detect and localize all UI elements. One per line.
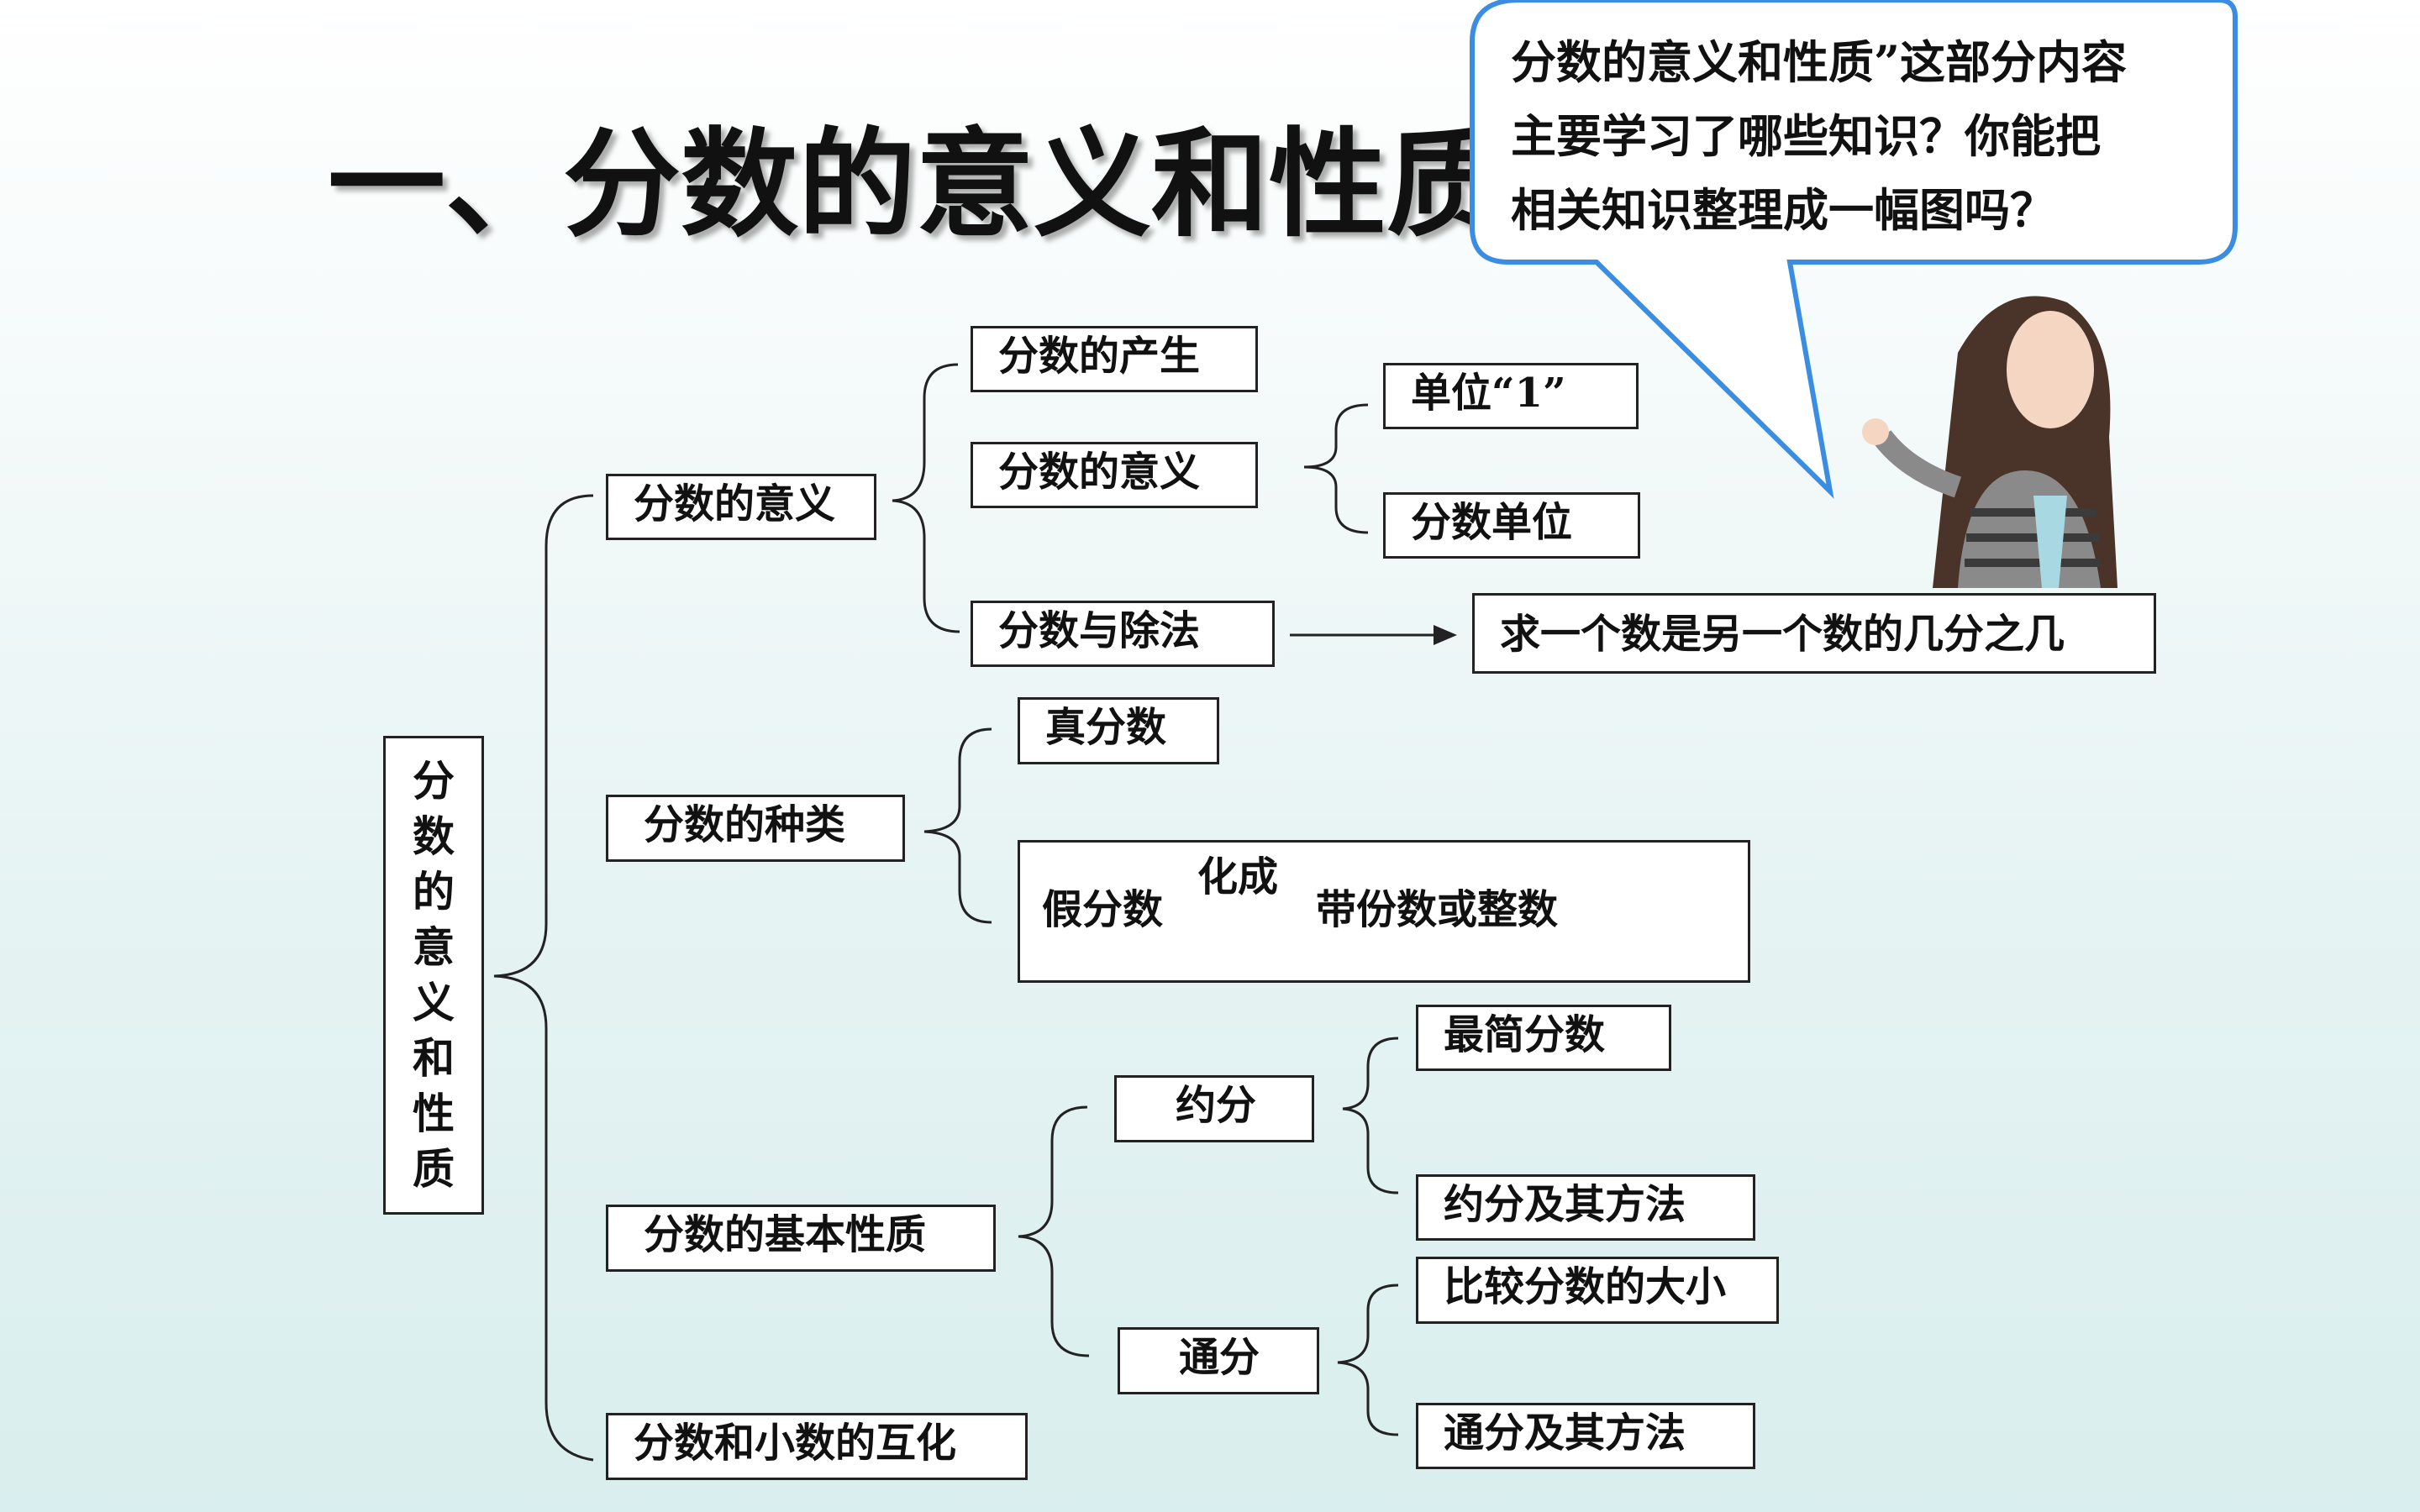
node-reduce: 约分 [1114, 1075, 1314, 1142]
node-decimal-conversion: 分数和小数的互化 [606, 1413, 1028, 1480]
node-basic-property: 分数的基本性质 [606, 1205, 996, 1272]
node-improper: 假分数 [1042, 886, 1164, 933]
page-title: 一、分数的意义和性质 [328, 116, 1505, 254]
node-common-denominator: 通分 [1118, 1327, 1319, 1394]
meaning-brace [892, 363, 960, 633]
node-meaning: 分数的意义 [606, 474, 876, 540]
root-node-char: 质 [413, 1144, 455, 1194]
speech-line-2: 主要学习了哪些知识？你能把 [1511, 109, 2101, 163]
root-node-char: 性 [413, 1089, 455, 1138]
types-brace [923, 727, 992, 924]
root-node-char: 数 [413, 811, 455, 861]
node-origin: 分数的产生 [971, 326, 1258, 392]
node-compare: 比较分数的大小 [1416, 1257, 1779, 1324]
root-node-char: 的 [413, 867, 455, 916]
node-simplest: 最简分数 [1416, 1005, 1671, 1071]
root-node-char: 义 [413, 978, 455, 1027]
speech-bubble-shape [1470, 0, 2238, 499]
node-division: 分数与除法 [971, 601, 1275, 667]
node-common-method: 通分及其方法 [1416, 1403, 1755, 1469]
root-brace [493, 494, 594, 1462]
node-mixed: 带份数或整数 [1316, 886, 1559, 933]
root-node-char: 和 [413, 1033, 455, 1083]
root-node-char: 分 [413, 756, 455, 806]
speech-line-1: 分数的意义和性质”这部分内容 [1511, 35, 2128, 89]
node-fraction-of: 求一个数是另一个数的几分之几 [1472, 593, 2156, 674]
basic-property-brace [1018, 1105, 1090, 1357]
node-improper-container [1018, 840, 1750, 983]
convert-label: 化成 [1197, 853, 1279, 900]
node-types: 分数的种类 [606, 795, 905, 862]
root-node: 分数的意义和性质 [383, 736, 484, 1215]
reduce-brace [1342, 1037, 1399, 1194]
common-brace [1337, 1284, 1399, 1436]
node-proper: 真分数 [1018, 697, 1219, 764]
speech-line-3: 相关知识整理成一幅图吗？ [1511, 183, 2055, 237]
speech-bubble-text: 分数的意义和性质”这部分内容 主要学习了哪些知识？你能把 相关知识整理成一幅图吗… [1511, 25, 2233, 247]
node-unit-one: 单位“1” [1383, 363, 1639, 429]
node-meaning-sub: 分数的意义 [971, 442, 1258, 508]
root-node-char: 意 [413, 922, 455, 972]
node-fraction-unit: 分数单位 [1383, 492, 1640, 559]
division-arrow-head [1434, 625, 1457, 645]
teacher-illustration [1862, 296, 2118, 588]
unit-brace [1303, 403, 1369, 534]
node-reduce-method: 约分及其方法 [1416, 1174, 1755, 1241]
